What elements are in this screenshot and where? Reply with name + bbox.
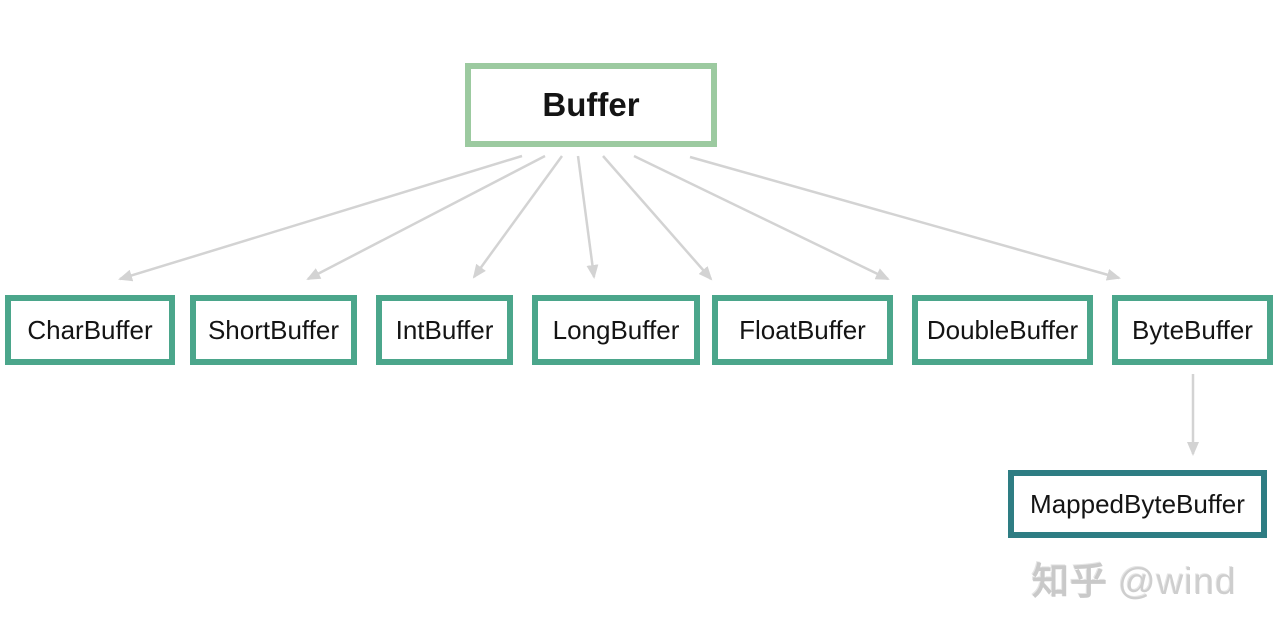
node-bytebuffer-label: ByteBuffer [1132,314,1253,345]
node-shortbuffer: ShortBuffer [190,295,357,365]
watermark-user: @wind [1118,561,1237,602]
node-longbuffer: LongBuffer [532,295,700,365]
node-longbuffer-label: LongBuffer [552,314,680,345]
edge-buffer-to-floatbuffer [602,155,713,281]
edge-buffer-to-shortbuffer [306,154,546,281]
edge-buffer-to-longbuffer [576,155,599,279]
node-intbuffer: IntBuffer [376,295,513,365]
edge-buffer-to-doublebuffer [633,154,890,281]
node-floatbuffer: FloatBuffer [712,295,893,365]
node-charbuffer: CharBuffer [5,295,175,365]
node-mappedbytebuffer-label: MappedByteBuffer [1030,488,1245,519]
node-doublebuffer: DoubleBuffer [912,295,1093,365]
node-buffer-label: Buffer [542,86,640,123]
edge-buffer-to-intbuffer [472,155,564,279]
node-floatbuffer-label: FloatBuffer [739,314,866,345]
node-shortbuffer-label: ShortBuffer [207,314,340,345]
node-doublebuffer-label: DoubleBuffer [926,314,1079,345]
watermark-brand: 知乎 [1032,561,1108,602]
edge-buffer-to-charbuffer [118,154,523,282]
node-buffer: Buffer [465,63,717,147]
watermark: 知乎@wind [1032,551,1237,605]
node-mappedbytebuffer: MappedByteBuffer [1008,470,1267,538]
edge-buffer-to-bytebuffer [689,155,1121,281]
node-bytebuffer: ByteBuffer [1112,295,1273,365]
node-charbuffer-label: CharBuffer [27,314,153,345]
node-intbuffer-label: IntBuffer [395,314,494,345]
